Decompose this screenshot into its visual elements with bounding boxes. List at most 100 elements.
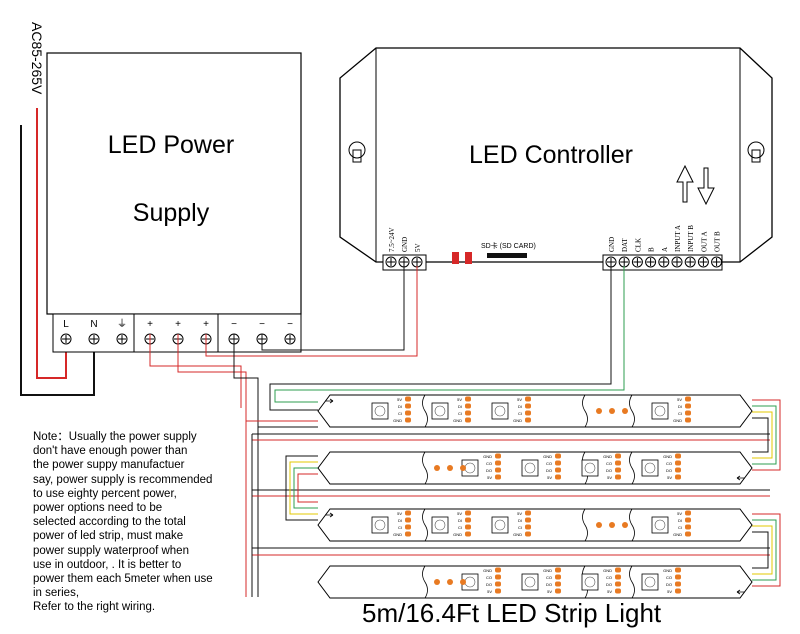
note-line: use in outdoor, . It is better to (33, 558, 182, 571)
wire (293, 467, 318, 509)
ellipsis-dot (609, 522, 615, 528)
pad-label: CI (678, 525, 682, 530)
solder-pad (555, 574, 561, 580)
controller-power-terminal-label: GND (401, 237, 409, 252)
ellipsis-dot (609, 408, 615, 414)
solder-pad (615, 581, 621, 587)
power-supply-terminal-label: − (231, 319, 237, 330)
note-line: power them each 5meter when use (33, 573, 213, 586)
pad-label: GND (483, 568, 492, 573)
solder-pad (525, 531, 531, 537)
pad-label: DI (678, 404, 682, 409)
pad-label: GND (673, 418, 682, 423)
pad-label: DO (606, 582, 612, 587)
note-line: power of led strip, must make (33, 530, 184, 543)
pad-label: GND (603, 454, 612, 459)
note-line: selected according to the total (33, 516, 186, 529)
power-supply-terminal-label: ⏚ (117, 318, 127, 330)
screw-terminal-icon (116, 333, 128, 345)
led-strip-body (317, 508, 753, 542)
pad-label: 5V (397, 397, 402, 402)
solder-pad (555, 453, 561, 459)
pad-label: CI (458, 525, 462, 530)
screw-terminal-icon (385, 256, 397, 268)
pad-label: CO (546, 575, 552, 580)
solder-pad (675, 460, 681, 466)
screw-terminal-icon (618, 256, 630, 268)
power-supply-terminal-label: − (287, 319, 293, 330)
solder-pad (495, 574, 501, 580)
solder-pad (675, 467, 681, 473)
screw-terminal-icon (605, 256, 617, 268)
pad-label: DO (546, 468, 552, 473)
direction-arrow-icon (736, 475, 745, 481)
controller-signal-terminal-label: GND (608, 237, 616, 252)
led-chip-lens (644, 462, 656, 474)
solder-pad (465, 396, 471, 402)
solder-pad (615, 460, 621, 466)
pad-label: CO (666, 575, 672, 580)
pad-label: 5V (487, 589, 492, 594)
wire (752, 411, 773, 459)
wire (752, 405, 777, 465)
led-chip-lens (374, 519, 386, 531)
led-chip-lens (434, 405, 446, 417)
pad-label: 5V (457, 511, 462, 516)
solder-pad (525, 524, 531, 530)
note-line: power options need to be (33, 502, 163, 515)
solder-pad (525, 396, 531, 402)
solder-pad (555, 460, 561, 466)
ac-input-label: AC85-265V (29, 22, 45, 95)
power-supply-terminal-label: − (259, 319, 265, 330)
pad-label: DI (398, 404, 402, 409)
pad-label: 5V (607, 589, 612, 594)
pad-label: DO (606, 468, 612, 473)
controller-signal-terminal-label: OUT B (714, 231, 722, 252)
cut-mark (582, 508, 588, 542)
strip-caption: 5m/16.4Ft LED Strip Light (362, 598, 662, 628)
ellipsis-dot (596, 522, 602, 528)
screw-terminal-icon (697, 256, 709, 268)
led-chip-lens (654, 405, 666, 417)
pad-label: DI (458, 518, 462, 523)
wire (752, 525, 773, 575)
pad-label: 5V (517, 397, 522, 402)
solder-pad (615, 467, 621, 473)
pad-label: GND (663, 454, 672, 459)
solder-pad (405, 510, 411, 516)
screw-terminal-icon (711, 256, 723, 268)
screw-terminal-icon (411, 256, 423, 268)
power-supply-terminal-label: + (175, 319, 181, 330)
wire (289, 461, 318, 515)
solder-pad (555, 581, 561, 587)
solder-pad (615, 474, 621, 480)
solder-pad (615, 588, 621, 594)
solder-pad (685, 417, 691, 423)
controller-signal-terminal-label: B (648, 247, 656, 252)
note-line: power supply waterproof when (33, 544, 189, 557)
solder-pad (465, 403, 471, 409)
screw-terminal-icon (60, 333, 72, 345)
solder-pad (615, 574, 621, 580)
wire (205, 266, 418, 357)
cut-mark (629, 565, 635, 599)
pad-label: CO (546, 461, 552, 466)
up-arrow-icon (676, 164, 694, 203)
solder-pad (525, 417, 531, 423)
pad-label: DO (546, 582, 552, 587)
controller-signal-terminal-label: A (661, 247, 669, 252)
solder-pad (615, 453, 621, 459)
pad-label: CI (398, 411, 402, 416)
cut-mark (422, 394, 428, 428)
power-supply-title-line2: Supply (133, 199, 210, 227)
ellipsis-dot (434, 579, 440, 585)
screw-terminal-icon (88, 333, 100, 345)
screw-terminal-icon (645, 256, 657, 268)
mounting-hole-icon (747, 141, 765, 163)
solder-pad (495, 467, 501, 473)
led-chip-lens (654, 519, 666, 531)
